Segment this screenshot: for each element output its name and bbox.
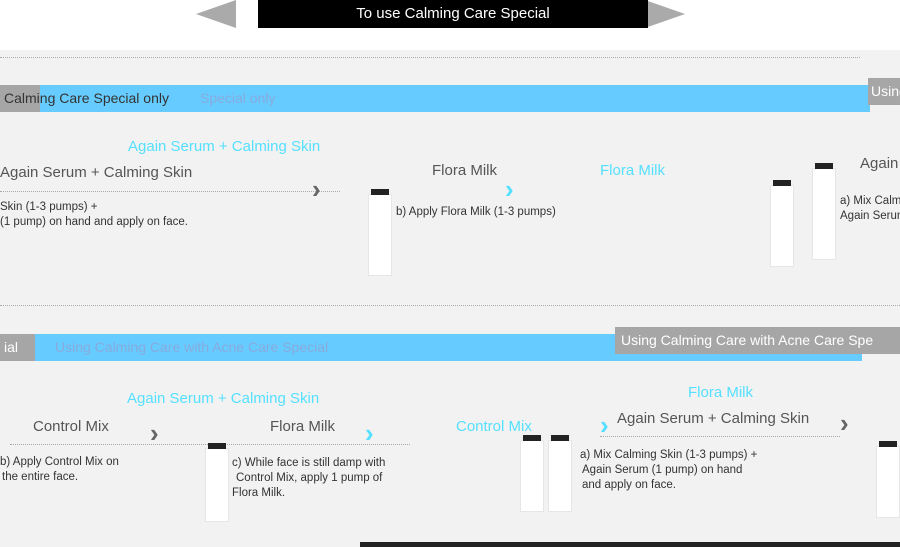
section-title-ghost: Special only <box>200 90 276 106</box>
section-tab-left[interactable]: ial <box>0 334 35 361</box>
step-title: Again Serum + Calming Skin <box>0 164 193 181</box>
product-bottle <box>770 180 794 267</box>
step-desc: c) While face is still damp with <box>232 457 386 469</box>
product-bottle <box>205 443 229 522</box>
chevron-right-icon: › <box>150 418 159 448</box>
section-tab-right[interactable]: Using <box>868 78 900 105</box>
step-title-ghost: Control Mix <box>456 418 532 435</box>
product-bottle <box>368 189 392 276</box>
section-tab <box>0 85 40 112</box>
step-desc: a) Mix Calmi <box>840 195 900 207</box>
section-title: Calming Care Special only <box>4 90 169 106</box>
step-desc: b) Apply Control Mix on <box>0 456 119 468</box>
section-bar <box>0 85 870 112</box>
step-title: Again Serum + Calming Skin <box>617 410 810 427</box>
section-tab-right[interactable]: Using Calming Care with Acne Care Spe <box>615 327 900 354</box>
step-desc: b) Apply Flora Milk (1-3 pumps) <box>396 206 556 218</box>
step-desc: a) Mix Calming Skin (1-3 pumps) + <box>580 449 758 461</box>
page-title: To use Calming Care Special <box>258 0 648 28</box>
step-desc: Control Mix, apply 1 pump of <box>236 472 383 484</box>
chevron-right-icon: › <box>600 410 609 440</box>
chevron-decoration-icon <box>196 0 236 28</box>
chevron-right-icon: › <box>365 418 374 448</box>
scroll-edge <box>360 542 900 547</box>
product-bottle <box>812 163 836 260</box>
step-desc: the entire face. <box>2 471 79 483</box>
section-title: Using Calming Care with Acne Care Specia… <box>55 339 329 355</box>
divider <box>0 57 860 58</box>
step-desc: Again Serum (1 pump) on hand <box>582 464 743 476</box>
step-title-ghost: Again Serum + Calming Skin <box>128 138 321 155</box>
step-desc: and apply on face. <box>582 479 676 491</box>
step-title: Control Mix <box>33 418 109 435</box>
product-bottle <box>876 441 900 518</box>
step-desc: Again Serum <box>840 210 900 222</box>
step-desc: Skin (1-3 pumps) + <box>0 201 98 213</box>
step-desc: (1 pump) on hand and apply on face. <box>0 216 188 228</box>
step-title: Flora Milk <box>432 162 498 179</box>
step-desc: Flora Milk. <box>232 487 286 499</box>
step-title: Flora Milk <box>270 418 336 435</box>
chevron-right-icon: › <box>840 408 849 438</box>
step-title: Again <box>860 155 899 172</box>
step-title-ghost: Flora Milk <box>600 162 666 179</box>
chevron-right-icon: › <box>312 174 321 204</box>
chevron-right-icon: › <box>505 174 514 204</box>
divider <box>0 191 340 192</box>
step-title-ghost: Flora Milk <box>688 384 754 401</box>
step-title-ghost: Again Serum + Calming Skin <box>127 390 320 407</box>
product-bottle <box>548 435 572 512</box>
divider <box>0 305 900 306</box>
divider <box>600 436 840 437</box>
chevron-decoration-icon <box>645 0 685 28</box>
product-bottle <box>520 435 544 512</box>
